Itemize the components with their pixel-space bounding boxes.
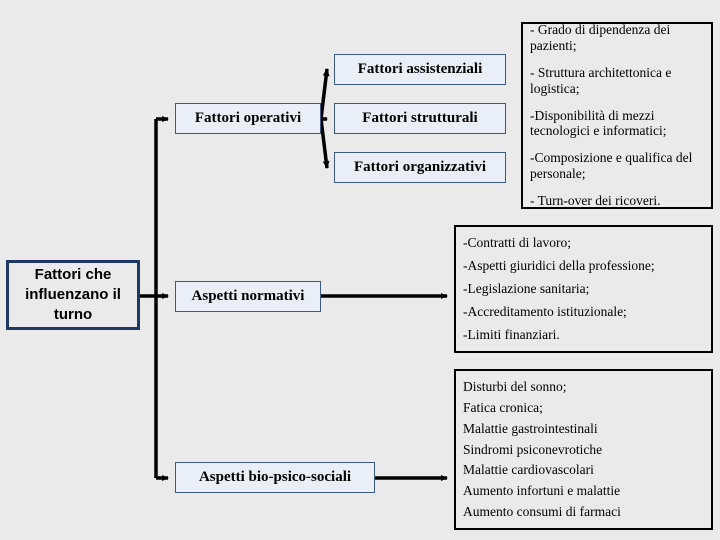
root-label-line-1: Fattori che: [34, 265, 112, 283]
panel-line: Aumento consumi di farmaci: [463, 504, 621, 520]
node-label: Fattori assistenziali: [357, 61, 483, 78]
panel-line: -Legislazione sanitaria;: [463, 281, 590, 297]
panel-line: -Disponibilità di mezzi tecnologici e in…: [530, 107, 667, 139]
panel-line: - Turn-over dei ricoveri.: [530, 193, 661, 209]
root-label-line-2: influenzano il: [25, 285, 121, 303]
panel-operativi-details: - Grado di dipendenza dei pazienti; - St…: [521, 22, 713, 209]
node-label: Aspetti normativi: [191, 288, 305, 305]
panel-line: Disturbi del sonno;: [463, 378, 567, 394]
node-fattori-assistenziali[interactable]: Fattori assistenziali: [334, 54, 506, 85]
root-label-line-3: turno: [53, 306, 93, 324]
node-fattori-organizzativi[interactable]: Fattori organizzativi: [334, 152, 506, 183]
node-label: Fattori organizzativi: [353, 159, 487, 176]
node-aspetti-normativi[interactable]: Aspetti normativi: [175, 281, 321, 312]
panel-line: Sindromi psiconevrotiche: [463, 441, 603, 457]
panel-line: - Struttura architettonica e logistica;: [530, 64, 672, 96]
node-label: Fattori operativi: [194, 110, 302, 127]
panel-line: -Limiti finanziari.: [463, 326, 560, 342]
panel-line: -Accreditamento istituzionale;: [463, 303, 627, 319]
node-fattori-strutturali[interactable]: Fattori strutturali: [334, 103, 506, 134]
node-aspetti-bio-psico-sociali[interactable]: Aspetti bio-psico-sociali: [175, 462, 375, 493]
panel-line: Malattie gastrointestinali: [463, 420, 598, 436]
panel-line: Fatica cronica;: [463, 399, 543, 415]
panel-line: -Contratti di lavoro;: [463, 235, 571, 251]
node-label: Aspetti bio-psico-sociali: [198, 469, 352, 486]
panel-line: - Grado di dipendenza dei pazienti;: [530, 21, 671, 53]
panel-bio-psico-sociali-details: Disturbi del sonno; Fatica cronica; Mala…: [454, 369, 713, 530]
panel-line: Malattie cardiovascolari: [463, 462, 594, 478]
node-label: Fattori strutturali: [362, 110, 478, 127]
panel-line: -Composizione e qualifica del personale;: [530, 150, 693, 182]
panel-line: Aumento infortuni e malattie: [463, 483, 621, 499]
panel-line: -Aspetti giuridici della professione;: [463, 258, 655, 274]
root-node[interactable]: Fattori che influenzano il turno: [6, 260, 140, 330]
node-fattori-operativi[interactable]: Fattori operativi: [175, 103, 321, 134]
panel-normativi-details: -Contratti di lavoro; -Aspetti giuridici…: [454, 225, 713, 353]
